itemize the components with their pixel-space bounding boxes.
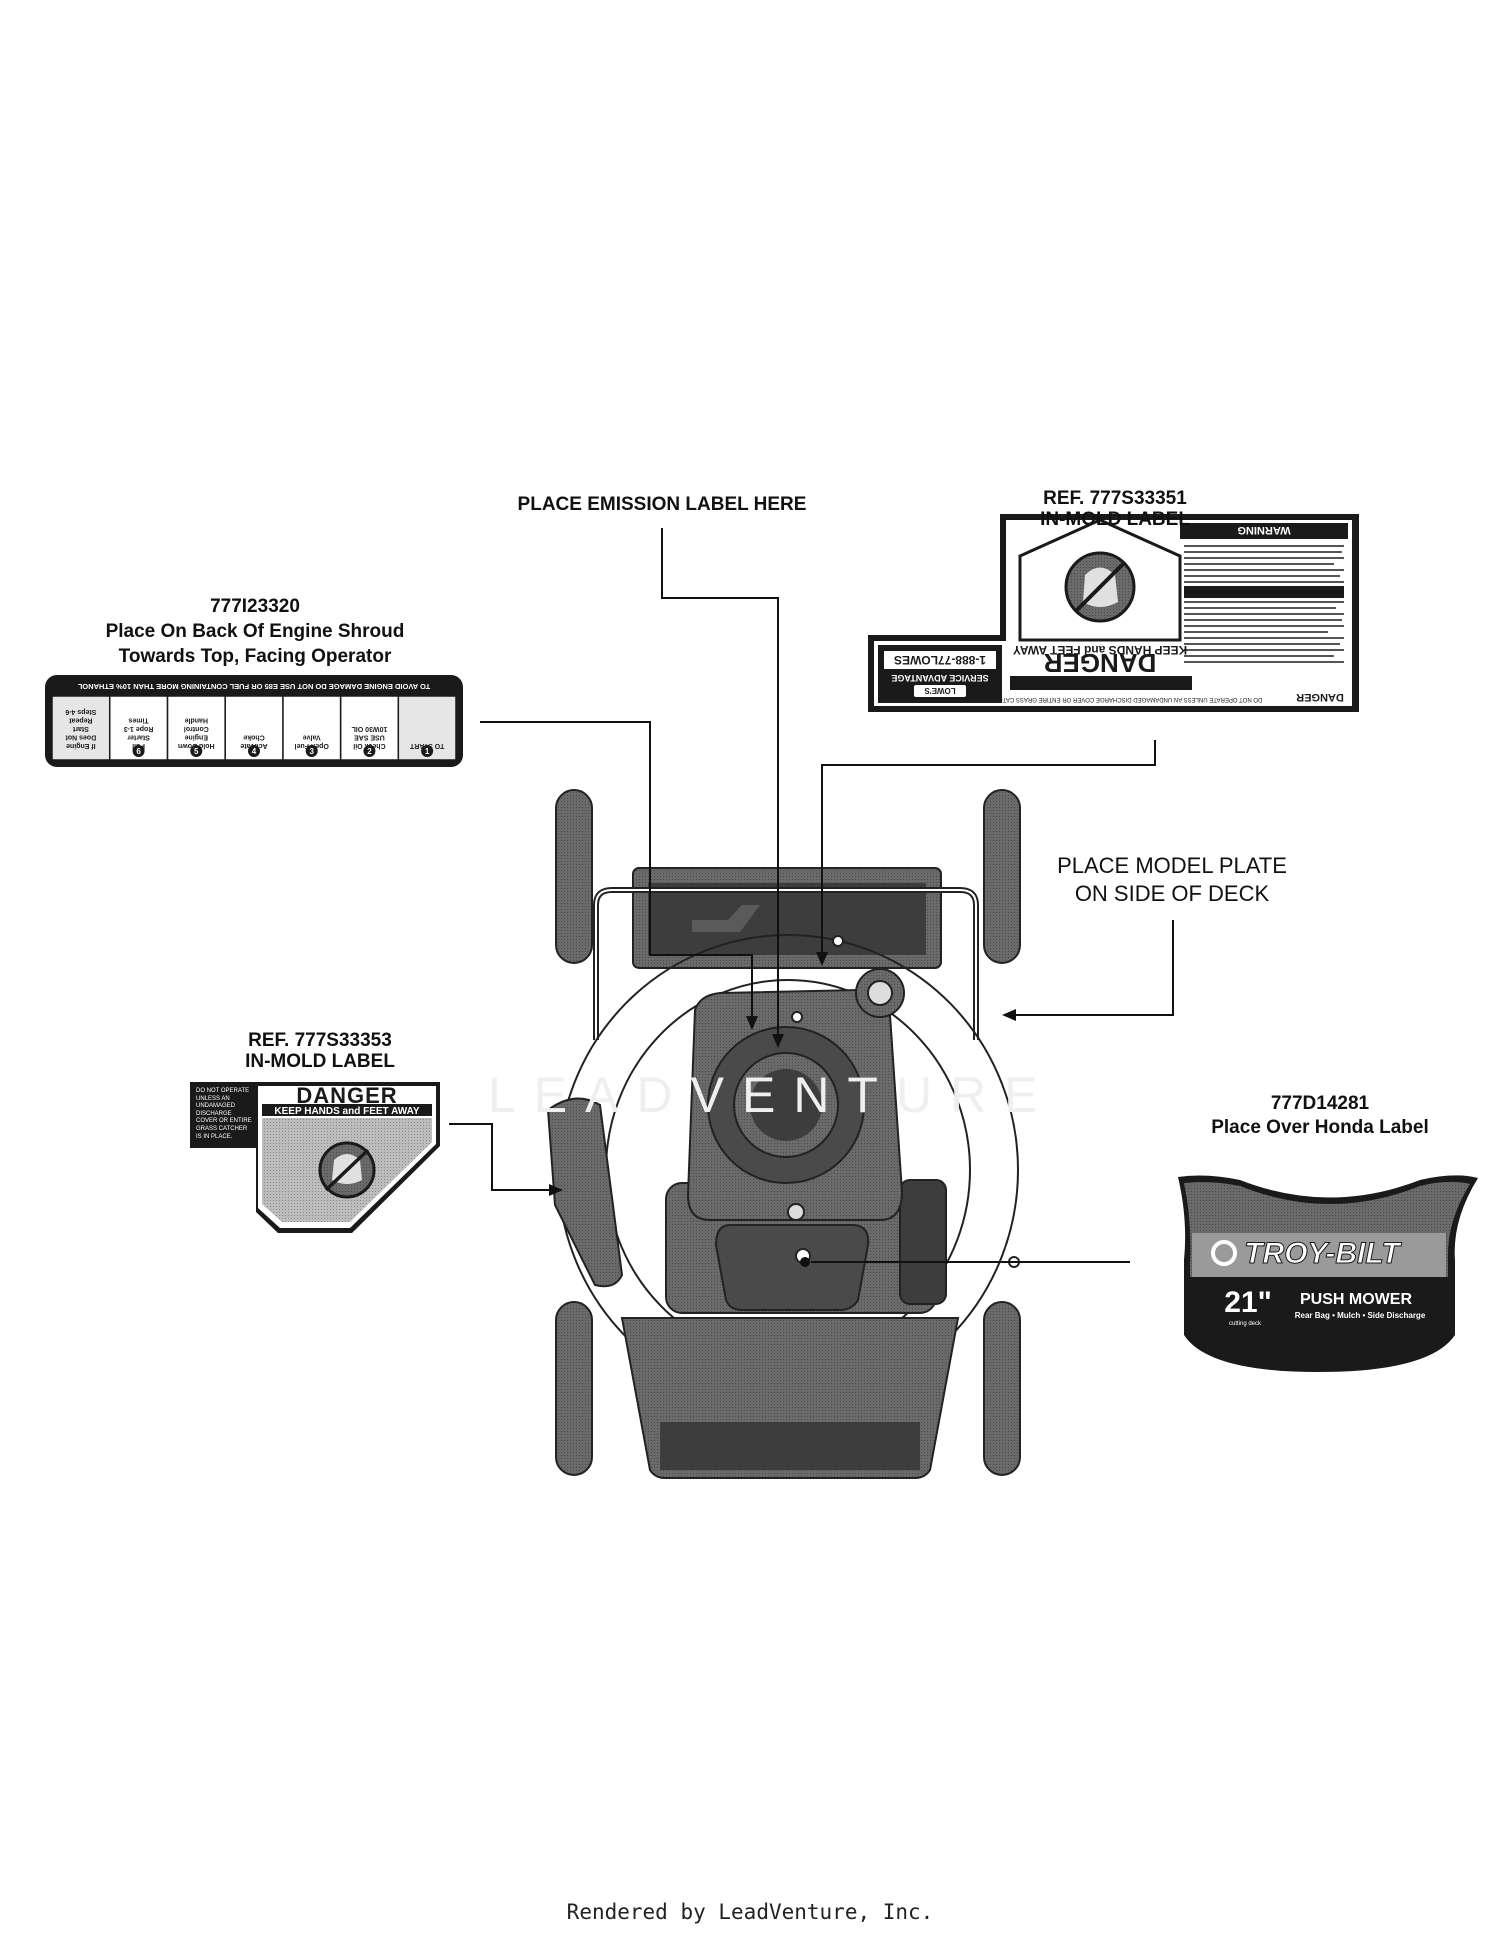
leader-lines	[449, 528, 1174, 1267]
leader-modelplate	[1010, 920, 1174, 1016]
honda-cover-size-sub: cutting deck	[1229, 1321, 1262, 1327]
step-number-badge	[421, 745, 434, 757]
callout-ref-777s33353: REF. 777S33353 IN-MOLD LABEL	[210, 1030, 430, 1072]
callout-modelplate-line1: PLACE MODEL PLATE	[1057, 853, 1287, 878]
callout-ref351-line1: REF. 777S33351	[1043, 488, 1187, 509]
callout-part320-line3: Towards Top, Facing Operator	[118, 646, 392, 667]
lowes-service: SERVICE ADVANTAGE	[891, 673, 988, 683]
danger-large-heading: DANGER	[1043, 648, 1156, 678]
callout-ref353-line2: IN-MOLD LABEL	[245, 1051, 395, 1072]
leader-part320	[480, 721, 753, 1020]
step-number: 6	[136, 747, 141, 756]
danger-label-large: WARNING DANGER KEEP HANDS and FEET AWAY …	[868, 514, 1359, 712]
leader-ref353	[449, 1123, 555, 1191]
leader-ref351	[821, 740, 1156, 958]
callout-part281-line2: Place Over Honda Label	[1211, 1117, 1429, 1138]
footer-credit: Rendered by LeadVenture, Inc.	[566, 1900, 934, 1924]
callout-part320-line2: Place On Back Of Engine Shroud	[105, 621, 405, 642]
engine-side	[899, 1179, 947, 1305]
leader-emission	[661, 528, 779, 1040]
start-step-text: If EngineDoes NotStartRepeatSteps 4-6	[65, 708, 97, 749]
callout-ref-777s33351: REF. 777S33351 IN-MOLD LABEL	[1010, 488, 1220, 530]
rear-left-wheel	[555, 789, 593, 964]
step-number: 4	[252, 747, 257, 756]
start-label-banner: TO AVOID ENGINE DAMAGE DO NOT USE E85 OR…	[77, 682, 430, 691]
rear-right-wheel	[983, 789, 1021, 964]
callout-modelplate-line2: ON SIDE OF DECK	[1074, 881, 1270, 906]
step-number-badge	[132, 745, 145, 757]
front-left-wheel	[555, 1301, 593, 1476]
warning-band	[1180, 523, 1348, 539]
step-number: 2	[367, 747, 372, 756]
discharge-chute	[546, 1097, 624, 1288]
callout-part281-line1: 777D14281	[1270, 1093, 1370, 1114]
callout-part320-line1: 777I23320	[210, 596, 300, 617]
warning-text-lines	[1184, 545, 1344, 663]
danger-small-heading: DANGER	[296, 1083, 397, 1108]
start-instruction-label: TO AVOID ENGINE DAMAGE DO NOT USE E85 OR…	[45, 675, 463, 767]
callout-emission-line1: PLACE EMISSION LABEL HERE	[517, 494, 807, 515]
danger-small-note: DO NOT OPERATE UNLESS AN UNDAMAGED DISCH…	[196, 1088, 252, 1140]
danger-large-subheading: KEEP HANDS and FEET AWAY	[1013, 643, 1187, 657]
svg-text:WARNING: WARNING	[1237, 524, 1290, 536]
danger-large-note: DO NOT OPERATE UNLESS AN UNDAMAGED DISCH…	[947, 696, 1262, 702]
lowes-phone: 1-888-77LOWES	[894, 653, 986, 667]
honda-cover-features: Rear Bag • Mulch • Side Discharge	[1295, 1311, 1426, 1320]
step-number: 1	[425, 747, 430, 756]
honda-cover-model: PUSH MOWER	[1300, 1291, 1412, 1308]
lowes-brand: LOWE'S	[924, 686, 956, 695]
step-number-badge	[248, 745, 260, 757]
step-number-badge	[190, 745, 203, 757]
front-right-wheel	[983, 1301, 1021, 1476]
mower-illustration	[546, 789, 1021, 1479]
danger-small-subheading: KEEP HANDS and FEET AWAY	[274, 1106, 420, 1117]
troy-bilt-cover-label: TROY-BILT 21" cutting deck PUSH MOWER Re…	[1178, 1175, 1478, 1372]
flap-inner	[648, 883, 926, 955]
start-step-cell	[51, 695, 111, 761]
honda-cover-brand: TROY-BILT	[1244, 1237, 1402, 1270]
step-number: 5	[194, 747, 199, 756]
step-number: 3	[309, 747, 314, 756]
svg-text:DANGER: DANGER	[1296, 691, 1344, 703]
step-number-badge	[363, 745, 376, 757]
callout-model-plate: PLACE MODEL PLATE ON SIDE OF DECK	[1032, 852, 1312, 908]
step-number-badge	[305, 745, 318, 757]
callout-part-777d14281: 777D14281 Place Over Honda Label	[1180, 1093, 1460, 1138]
callout-ref353-line1: REF. 777S33353	[248, 1030, 392, 1051]
callout-part-777i23320: 777I23320 Place On Back Of Engine Shroud…	[70, 596, 440, 667]
honda-cover-size: 21"	[1224, 1286, 1272, 1319]
flap-arrow-shape	[692, 905, 760, 932]
danger-label-small: DANGER KEEP HANDS and FEET AWAY DO NOT O…	[190, 1082, 440, 1233]
callout-emission-label: PLACE EMISSION LABEL HERE	[500, 494, 824, 515]
troy-bilt-logo-icon	[1211, 1240, 1237, 1266]
engine-air-cover	[714, 1224, 870, 1311]
callout-ref351-line2: IN-MOLD LABEL	[1040, 509, 1190, 530]
watermark: LEADVENTURE	[488, 1067, 1056, 1123]
